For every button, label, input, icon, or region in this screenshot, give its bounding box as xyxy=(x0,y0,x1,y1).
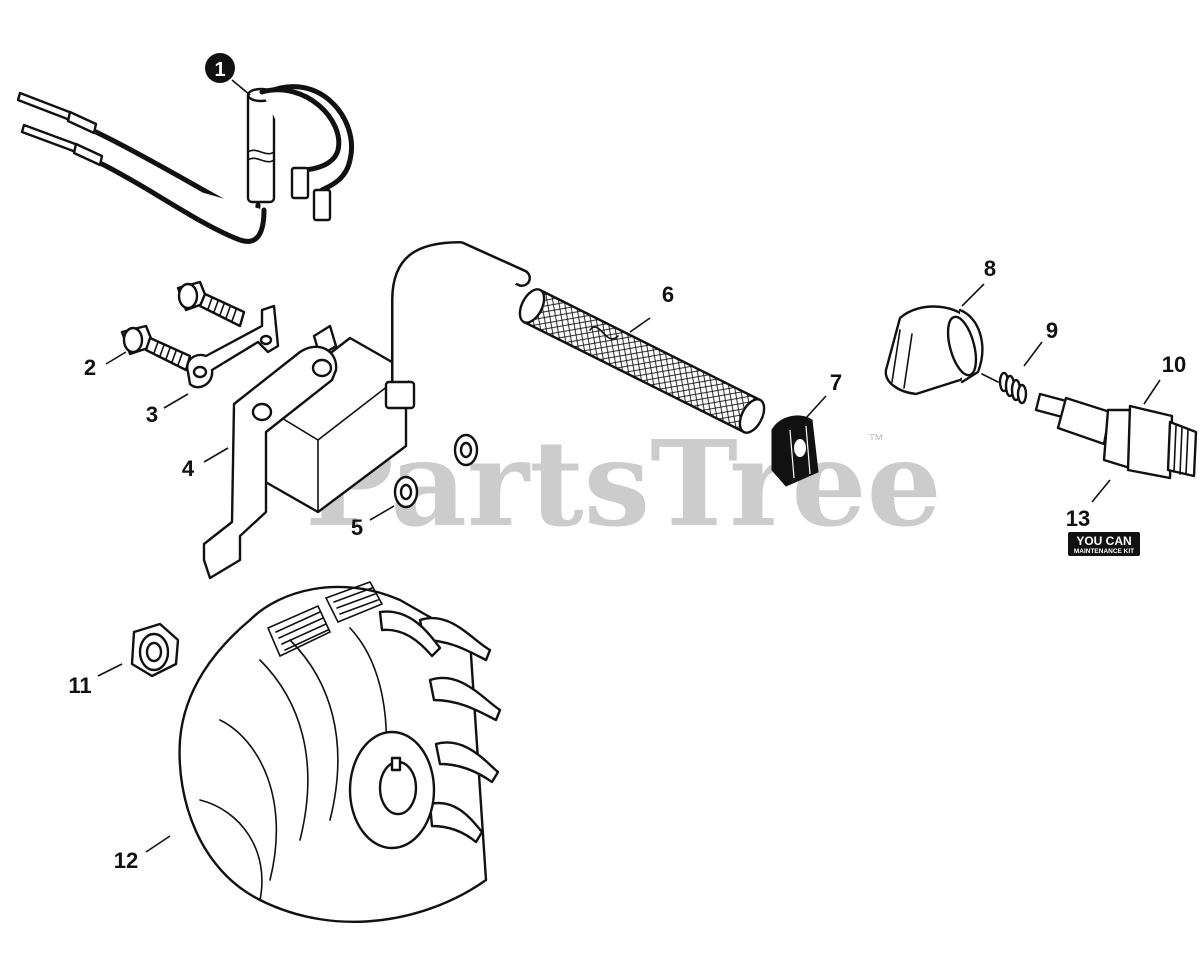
part-5-washers[interactable] xyxy=(369,433,479,521)
part-6-braided-sleeve[interactable] xyxy=(515,285,769,436)
callout-10[interactable]: 10 xyxy=(1162,352,1186,377)
flywheel-label-plates xyxy=(266,581,384,658)
terminal-pin-upper xyxy=(16,91,98,135)
part-11-flywheel-nut[interactable] xyxy=(97,622,180,678)
callout-13-leader xyxy=(1091,479,1111,503)
badge-line-2: MAINTENANCE KIT xyxy=(1074,548,1134,555)
callout-1-label: 1 xyxy=(214,59,225,81)
callout-8[interactable]: 8 xyxy=(984,256,996,281)
part-8-spark-plug-boot[interactable] xyxy=(884,283,985,396)
part-1-wire-harness[interactable] xyxy=(16,79,354,244)
part-4-ignition-coil[interactable] xyxy=(202,241,531,580)
callout-9[interactable]: 9 xyxy=(1046,318,1058,343)
callout-3[interactable]: 3 xyxy=(146,402,158,427)
callout-11[interactable]: 11 xyxy=(68,673,91,698)
callout-13[interactable]: 13 xyxy=(1066,506,1090,531)
terminal-pin-lower xyxy=(20,123,104,167)
callout-5[interactable]: 5 xyxy=(351,515,363,540)
part-12-flywheel[interactable] xyxy=(145,581,502,923)
callout-7[interactable]: 7 xyxy=(830,370,842,395)
callout-4[interactable]: 4 xyxy=(182,456,195,481)
part-7-grommet[interactable] xyxy=(771,395,827,487)
callout-6[interactable]: 6 xyxy=(662,282,674,307)
callout-2[interactable]: 2 xyxy=(84,355,96,380)
part-9-spring[interactable] xyxy=(981,341,1043,405)
maintenance-kit-badge: YOU CAN MAINTENANCE KIT xyxy=(1068,532,1140,556)
watermark-trademark: ™ xyxy=(868,432,884,449)
callout-1[interactable]: 1 xyxy=(205,53,235,83)
part-3-bracket-plate[interactable] xyxy=(163,304,280,409)
callout-12[interactable]: 12 xyxy=(114,848,138,873)
part-2-screws[interactable] xyxy=(105,280,246,372)
part-10-spark-plug[interactable] xyxy=(1034,379,1198,480)
badge-line-1: YOU CAN xyxy=(1076,534,1131,548)
